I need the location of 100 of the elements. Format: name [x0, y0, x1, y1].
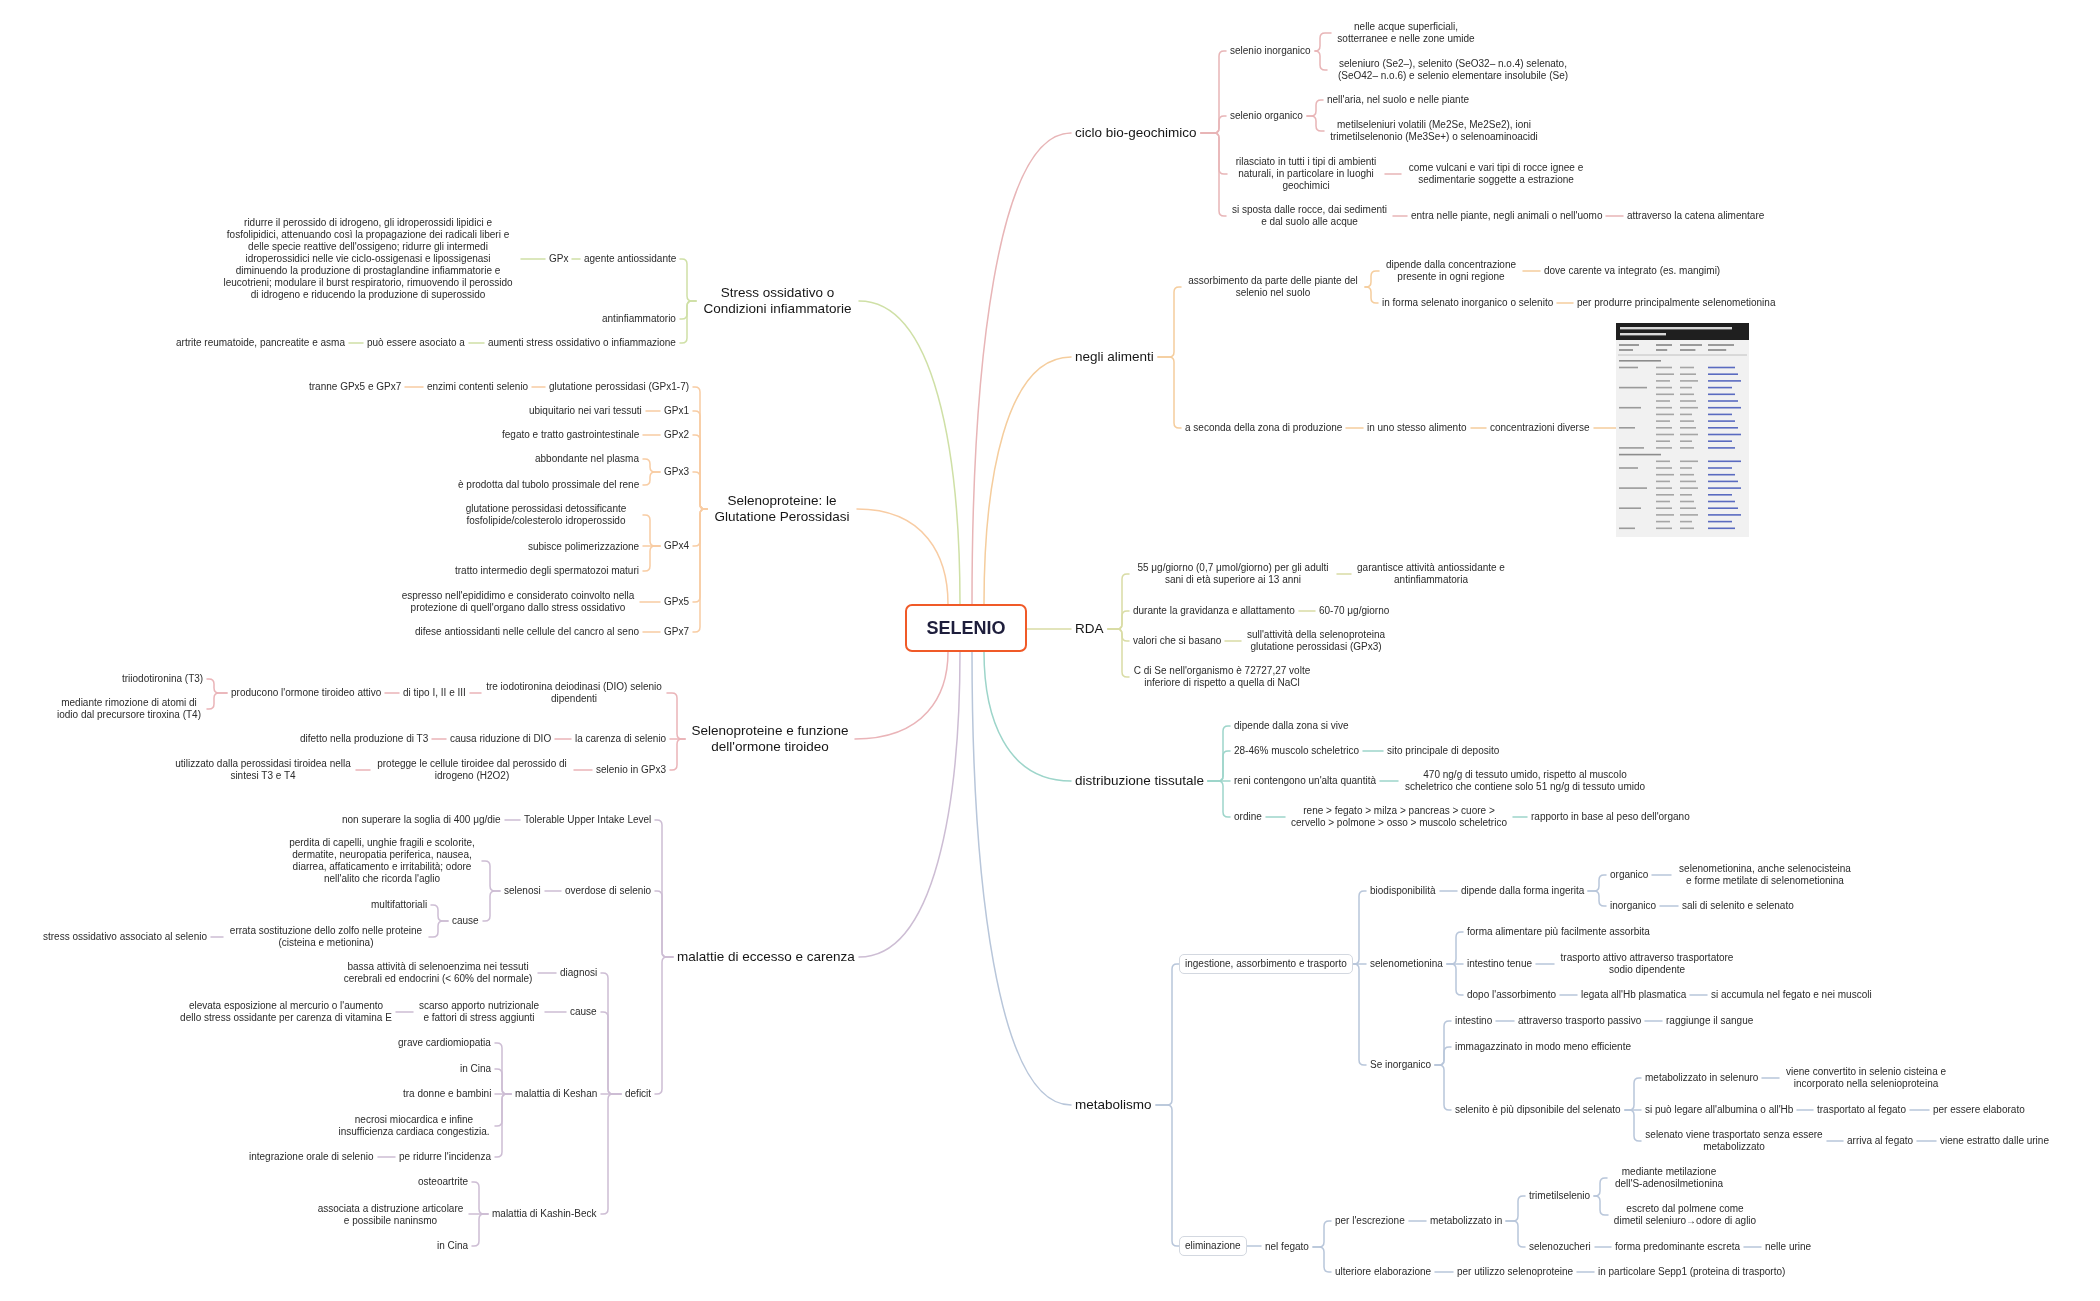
- subtopic-label: perdita di capelli, unghie fragili e scolorite, dermatite, neuropatia periferica, nausea, diarrea, affaticamento e irritabilità; odore nell'alito che ricorda l'aglio: [282, 836, 482, 886]
- connector-line: [210, 936, 224, 938]
- connector-line: [1155, 1104, 1180, 1247]
- connector-line: [544, 890, 562, 892]
- subtopic-label: ordine: [1230, 810, 1266, 824]
- subtopic-label: 28-46% muscolo scheletrico: [1230, 744, 1364, 758]
- connector-line: [531, 386, 546, 388]
- subtopic-label: si sposta dalle rocce, dai sedimenti e dal suolo alle acque: [1226, 203, 1393, 229]
- subtopic-label: cause: [566, 1005, 601, 1019]
- subtopic-label: utilizzato dalla perossidasi tiroidea nella sintesi T3 e T4: [170, 757, 356, 783]
- connector-line: [1439, 890, 1458, 892]
- main-topic-label: Selenoproteine e funzione dell'ormone tiroideo: [685, 721, 855, 757]
- connector-line: [642, 471, 661, 486]
- connector-line: [645, 410, 661, 412]
- subtopic-label: tranne GPx5 e GPx7: [305, 380, 406, 394]
- connector-line: [482, 890, 501, 922]
- connector-line: [1644, 1020, 1663, 1022]
- subtopic-label: 55 μg/giorno (0,7 μmol/giorno) per gli adulti sani di età superiore ai 13 anni: [1129, 561, 1337, 587]
- subtopic-label: GPx2: [660, 428, 693, 442]
- connector-line: [469, 692, 482, 694]
- subtopic-label: organico: [1606, 868, 1653, 882]
- main-topic-label: Stress ossidativo o Condizioni infiammatorie: [696, 283, 859, 319]
- subtopic-label: mediante rimozione di atomi di iodio dal precursore tiroxina (T4): [51, 696, 207, 722]
- connector-line: [404, 386, 424, 388]
- subtopic-label: integrazione orale di selenio: [245, 1150, 378, 1164]
- connector-line: [1434, 1064, 1452, 1111]
- connector-line: [1345, 427, 1364, 429]
- subtopic-label: subisce polimerizzazione: [524, 540, 644, 554]
- subtopic-label: la carenza di selenio: [571, 732, 671, 746]
- connector-line: [642, 434, 661, 436]
- subtopic-label: cause: [448, 914, 483, 928]
- subtopic-label: difese antiossidanti nelle cellule del cancro al seno: [411, 625, 644, 639]
- connector-line: [471, 1213, 489, 1247]
- subtopic-label: selenio organico: [1226, 109, 1307, 123]
- subtopic-label: legata all'Hb plasmatica: [1577, 988, 1691, 1002]
- subtopic-label: stress ossidativo associato al selenio: [39, 930, 211, 944]
- connector-line: [537, 972, 557, 974]
- subtopic-label: causa riduzione di DIO: [446, 732, 556, 746]
- subtopic-label: selenito è più dipsonibile del selenato: [1451, 1103, 1625, 1117]
- subtopic-label: artrite reumatoide, pancreatite e asma: [172, 336, 349, 350]
- subtopic-label: può essere asociato a: [363, 336, 469, 350]
- subtopic-label: protegge le cellule tiroidee dal perossido di idrogeno (H2O2): [370, 757, 574, 783]
- connector-line: [669, 738, 686, 771]
- branch-line: [856, 508, 949, 605]
- connector-line: [642, 631, 661, 633]
- connector-line: [468, 342, 485, 344]
- main-topic-label: malattie di eccesso e carenza: [673, 947, 859, 966]
- subtopic-label: a seconda della zona di produzione: [1181, 421, 1347, 435]
- subtopic-label: si accumula nel fegato e nei muscoli: [1707, 988, 1876, 1002]
- connector-line: [642, 545, 661, 572]
- subtopic-label: glutatione perossidasi detossificante fosfolipide/colesterolo idroperossido: [449, 502, 643, 528]
- subtopic-label: intestino: [1451, 1014, 1497, 1028]
- main-topic-label: distribuzione tissutale: [1071, 771, 1209, 790]
- subtopic-label: producono l'ormone tiroideo attivo: [227, 686, 386, 700]
- subtopic-label: osteoartrite: [414, 1175, 473, 1189]
- connector-line: [692, 508, 708, 633]
- subtopic-label: viene convertito in selenio cisteina e incorporato nella selenioproteina: [1779, 1065, 1953, 1091]
- connector-line: [1909, 1109, 1930, 1111]
- branch-line: [858, 300, 961, 605]
- subtopic-label: fegato e tratto gastrointestinale: [498, 428, 644, 442]
- branch-line: [971, 651, 1072, 1106]
- subtopic-label: abbondante nel plasma: [531, 452, 643, 466]
- subtopic-label: selenosi: [500, 884, 545, 898]
- connector-line: [1470, 427, 1487, 429]
- connector-line: [1392, 215, 1408, 217]
- subtopic-label: rapporto in base al peso dell'organo: [1527, 810, 1694, 824]
- subtopic-label: GPx1: [660, 404, 693, 418]
- connector-line: [1336, 573, 1352, 575]
- subtopic-label: selenometionina: [1366, 957, 1447, 971]
- connector-line: [1362, 750, 1384, 752]
- connector-line: [1224, 640, 1242, 642]
- connector-line: [1446, 963, 1464, 996]
- connector-line: [1408, 1220, 1427, 1222]
- connector-line: [1314, 50, 1328, 71]
- subtopic-label: antinfiammatorio: [598, 312, 680, 326]
- subtopic-label: mediante metilazione dell'S-adenosilmetionina: [1607, 1165, 1731, 1191]
- subtopic-label: aumenti stress ossidativo o infiammazione: [484, 336, 680, 350]
- branch-line: [854, 651, 949, 740]
- subtopic-label: valori che si basano: [1129, 634, 1226, 648]
- subtopic-label: associata a distruzione articolare e possibile naninsmo: [312, 1202, 469, 1228]
- subtopic-label: pe ridurre l'incidenza: [395, 1150, 495, 1164]
- connector-line: [1512, 816, 1528, 818]
- subtopic-label: attraverso la catena alimentare: [1623, 209, 1769, 223]
- subtopic-label: bassa attività di selenoenzima nei tessuti cerebrali ed endocrini (< 60% del normale): [338, 960, 538, 986]
- main-topic-label: RDA: [1071, 619, 1108, 638]
- subtopic-label: grave cardiomiopatia: [394, 1036, 495, 1050]
- subtopic-label: trasportato al fegato: [1813, 1103, 1910, 1117]
- connector-line: [639, 601, 661, 603]
- connector-line: [1312, 1246, 1332, 1273]
- subtopic-label: selenio inorganico: [1226, 44, 1315, 58]
- connector-line: [1796, 1109, 1814, 1111]
- subtopic-label: GPx: [545, 252, 573, 266]
- connector-line: [1593, 1195, 1609, 1216]
- connector-line: [1605, 215, 1624, 217]
- connector-line: [573, 769, 593, 771]
- connector-line: [1306, 115, 1325, 132]
- subtopic-label: scarso apporto nutrizionale e fattori di stress aggiunti: [413, 999, 545, 1025]
- subtopic-label: C di Se nell'organismo è 72727,27 volte inferiore di rispetto a quella di NaCl: [1129, 664, 1315, 690]
- subtopic-label: trimetilselenio: [1525, 1189, 1595, 1203]
- subtopic-label: ridurre il perossido di idrogeno, gli idroperossidi lipidici e fosfolipidici, attenuando così la propagazione dei radicali liberi e delle specie reattive dell'ossigeno; ridurre gli intermedi idroperossidici nelle vie ciclo-ossigenasi e lipossigenasi diminuendo la produzione di prostaglandine infiammatorie e leucotrieni; modulare il burst respiratorio, rimuovendo il perossido di idrogeno e riducendo la produzione di superossido: [215, 216, 521, 302]
